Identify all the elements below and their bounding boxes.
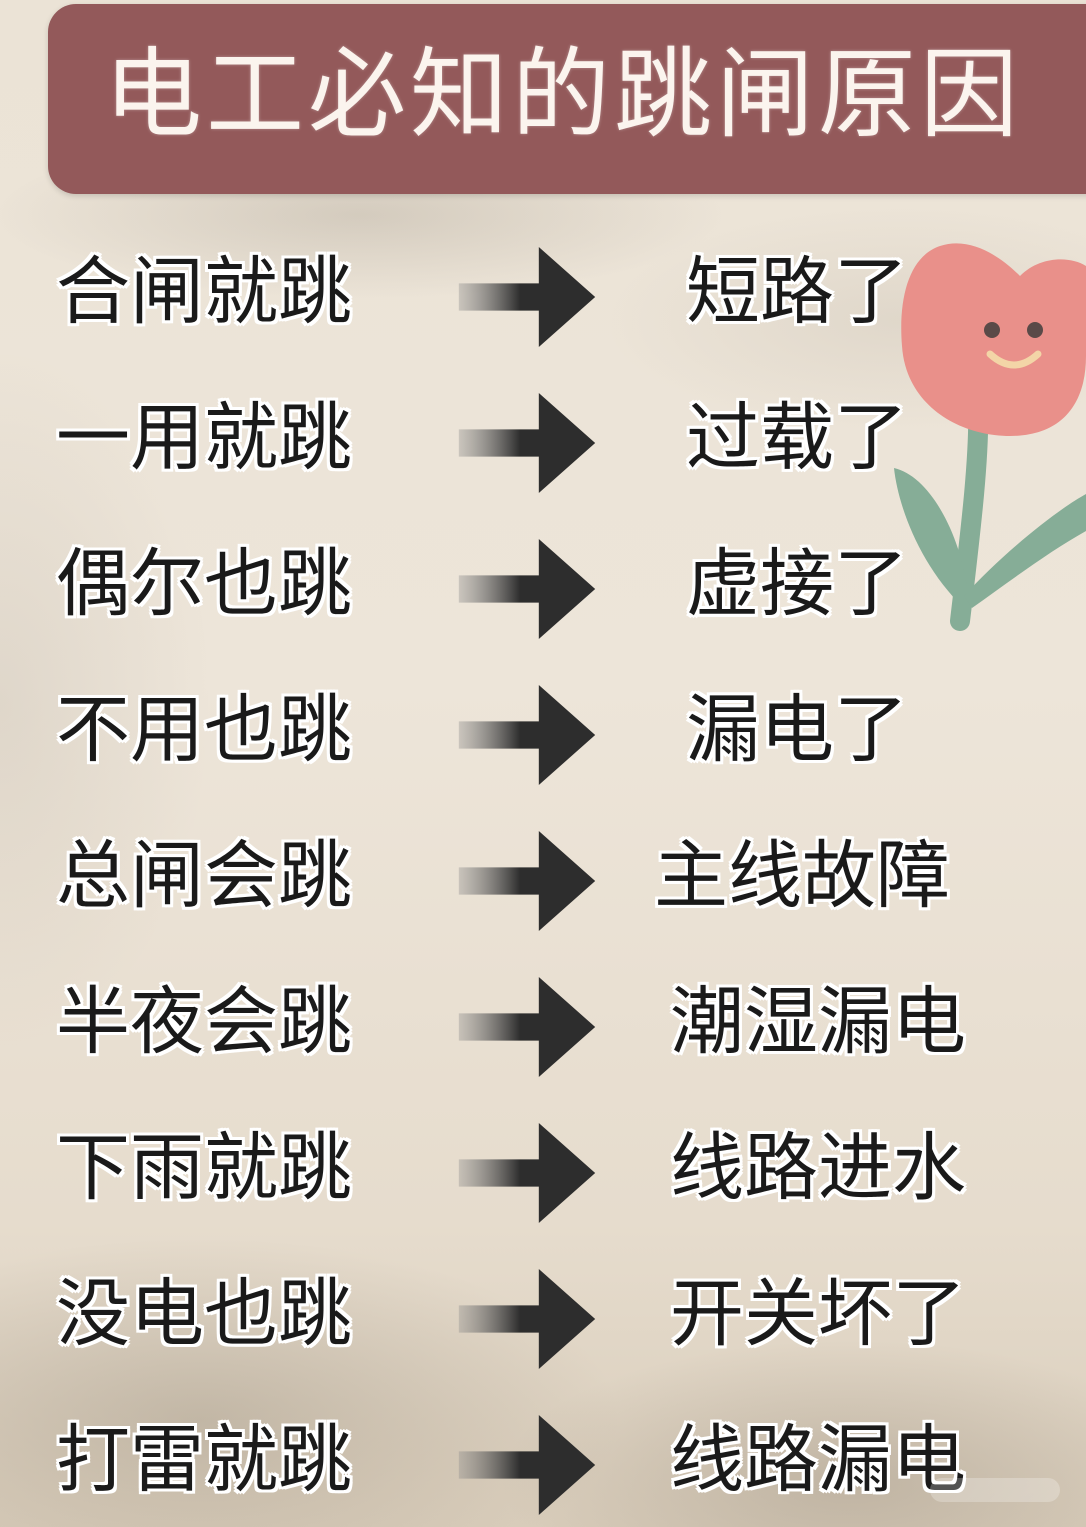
cause-label: 虚接了 [686, 541, 908, 627]
right-arrow-icon [458, 539, 596, 639]
list-item: 打雷就跳 线路漏电 [0, 1410, 1086, 1527]
cause-label: 主线故障 [654, 833, 950, 919]
list-item: 半夜会跳 潮湿漏电 [0, 972, 1086, 1092]
title-banner [48, 4, 1086, 194]
symptom-label: 总闸会跳 [56, 833, 352, 919]
symptom-label: 不用也跳 [56, 687, 352, 773]
right-arrow-icon [458, 1415, 596, 1515]
right-arrow-icon [458, 977, 596, 1077]
list-item: 总闸会跳 主线故障 [0, 826, 1086, 946]
page-title: 电工必知的跳闸原因 [104, 38, 1023, 152]
symptom-label: 下雨就跳 [56, 1125, 352, 1211]
watermark-smudge [930, 1478, 1060, 1502]
right-arrow-icon [458, 1269, 596, 1369]
list-item: 一用就跳 过载了 [0, 388, 1086, 508]
tulip-flower-icon [894, 243, 1086, 631]
cause-label: 线路漏电 [670, 1417, 966, 1503]
right-arrow-icon [458, 685, 596, 785]
symptom-label: 半夜会跳 [56, 979, 352, 1065]
list-item: 下雨就跳 线路进水 [0, 1118, 1086, 1238]
cause-label: 开关坏了 [670, 1271, 966, 1357]
cause-label: 线路进水 [670, 1125, 966, 1211]
right-arrow-icon [458, 1123, 596, 1223]
list-item: 没电也跳 开关坏了 [0, 1264, 1086, 1384]
list-item: 偶尔也跳 虚接了 [0, 534, 1086, 654]
right-arrow-icon [458, 247, 596, 347]
list-item: 不用也跳 漏电了 [0, 680, 1086, 800]
symptom-label: 没电也跳 [56, 1271, 352, 1357]
symptom-label: 合闸就跳 [56, 249, 352, 335]
symptom-label: 一用就跳 [56, 395, 352, 481]
symptom-label: 偶尔也跳 [56, 541, 352, 627]
cause-label: 过载了 [686, 395, 908, 481]
right-arrow-icon [458, 831, 596, 931]
right-arrow-icon [458, 393, 596, 493]
symptom-label: 打雷就跳 [56, 1417, 352, 1503]
cause-label: 漏电了 [686, 687, 908, 773]
cause-label: 潮湿漏电 [670, 979, 966, 1065]
list-item: 合闸就跳 短路了 [0, 242, 1086, 362]
cause-label: 短路了 [686, 249, 908, 335]
